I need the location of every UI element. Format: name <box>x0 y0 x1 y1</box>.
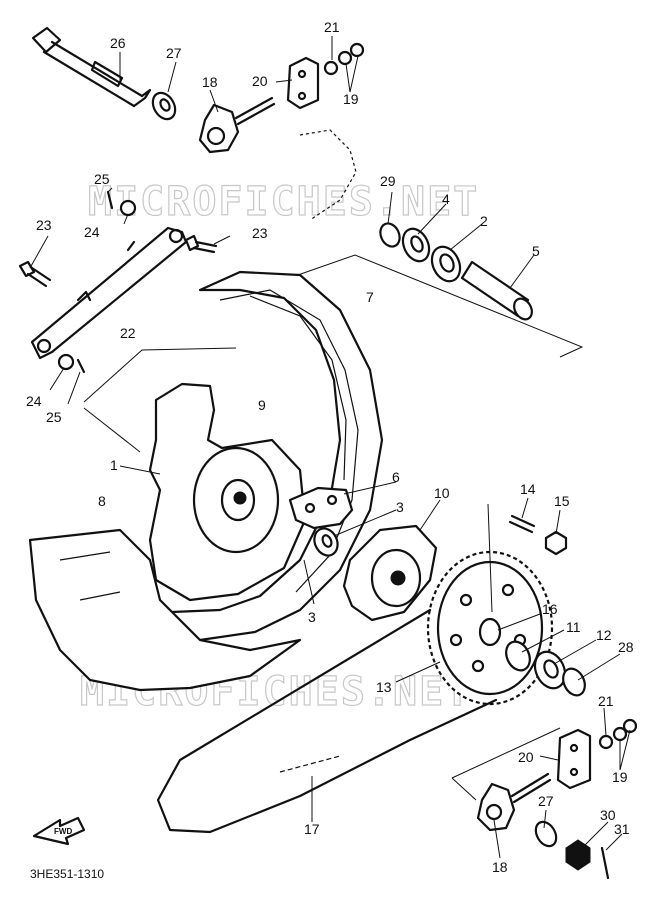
fwd-label: FWD <box>54 827 72 836</box>
oil-seal-bottom <box>505 640 531 672</box>
cotter-pin-25-bottom <box>76 358 86 374</box>
callout-25-top: 25 <box>94 171 110 187</box>
drive-chain <box>156 608 498 834</box>
bearing-top <box>430 245 462 283</box>
callout-19-bottom: 19 <box>612 769 628 785</box>
oil-seal-top <box>401 227 431 263</box>
spacer <box>460 260 533 321</box>
collar-bottom <box>562 667 586 697</box>
callout-7: 7 <box>366 289 374 305</box>
washer-bottom <box>534 820 558 848</box>
rear-wheel <box>148 382 307 602</box>
callout-5: 5 <box>532 243 540 259</box>
callout-19-top: 19 <box>343 91 359 107</box>
nut-24-bottom <box>57 353 75 371</box>
callout-18-bottom: 18 <box>492 859 508 875</box>
callout-8: 8 <box>98 493 106 509</box>
callout-23-left: 23 <box>36 217 52 233</box>
swingarm-ghost <box>299 129 357 221</box>
nut-set-top <box>323 42 365 76</box>
callout-20-bottom: 20 <box>518 749 534 765</box>
callout-23-right: 23 <box>252 225 268 241</box>
cotter-pin-25-top <box>106 190 114 210</box>
callout-16: 16 <box>542 601 558 617</box>
chain-puller-top <box>198 96 276 154</box>
callout-27-top: 27 <box>166 45 182 61</box>
bolt-right <box>184 234 218 254</box>
bottom-axis <box>451 727 561 801</box>
svg-text:MICROFICHES.NET: MICROFICHES.NET <box>88 179 479 225</box>
nut-24-top <box>119 199 137 217</box>
callout-2: 2 <box>480 213 488 229</box>
callout-10: 10 <box>434 485 450 501</box>
stud-bolt <box>508 514 536 534</box>
callout-3-bottom: 3 <box>308 609 316 625</box>
callout-22: 22 <box>120 325 136 341</box>
callout-labels: 26 27 18 20 21 19 25 24 23 23 29 4 2 5 7… <box>26 19 634 875</box>
callout-24-top: 24 <box>84 224 100 240</box>
callout-25-bottom: 25 <box>46 409 62 425</box>
bolt-left <box>18 260 52 288</box>
callout-18-top: 18 <box>202 74 218 90</box>
catalog-code: 3HE351-1310 <box>30 867 104 881</box>
callout-6: 6 <box>392 469 400 485</box>
sprocket-collar <box>478 617 502 647</box>
collar <box>379 222 401 248</box>
callout-15: 15 <box>554 493 570 509</box>
callout-21-top: 21 <box>324 19 340 35</box>
watermark-top: MICROFICHES.NET <box>87 178 479 225</box>
callout-14: 14 <box>520 481 536 497</box>
bearing-set-axis <box>274 254 584 358</box>
cotter-pin-31 <box>600 846 610 880</box>
forward-arrow-icon: FWD <box>32 816 86 846</box>
sprocket-nut <box>544 530 568 556</box>
callout-26: 26 <box>110 35 126 51</box>
chain-puller-bottom <box>476 772 552 832</box>
axle-nut <box>565 839 591 871</box>
tire-lower <box>28 528 302 692</box>
adjust-block-top <box>286 56 320 110</box>
sprocket-hub <box>342 524 438 622</box>
leader-lines <box>29 36 631 859</box>
brake-shoe-plate <box>288 486 354 530</box>
callout-21-bottom: 21 <box>598 693 614 709</box>
brake-torque-arm <box>30 226 188 360</box>
callout-4: 4 <box>442 191 450 207</box>
callout-29: 29 <box>380 173 396 189</box>
callout-20-top: 20 <box>252 73 268 89</box>
callout-27-bottom: 27 <box>538 793 554 809</box>
callout-9: 9 <box>258 397 266 413</box>
rear-axle <box>31 26 152 108</box>
callout-3-right: 3 <box>396 499 404 515</box>
callout-30: 30 <box>600 807 616 823</box>
bearing-bottom <box>533 650 567 690</box>
wheel-bearing <box>313 527 339 557</box>
callout-28: 28 <box>618 639 634 655</box>
callout-31: 31 <box>614 821 630 837</box>
callout-24-bottom: 24 <box>26 393 42 409</box>
adjust-block-bottom <box>556 728 592 790</box>
callout-12: 12 <box>596 627 612 643</box>
callout-13: 13 <box>376 679 392 695</box>
washer-top <box>151 91 177 121</box>
callout-17: 17 <box>304 821 320 837</box>
callout-1: 1 <box>110 457 118 473</box>
callout-11: 11 <box>566 619 581 635</box>
